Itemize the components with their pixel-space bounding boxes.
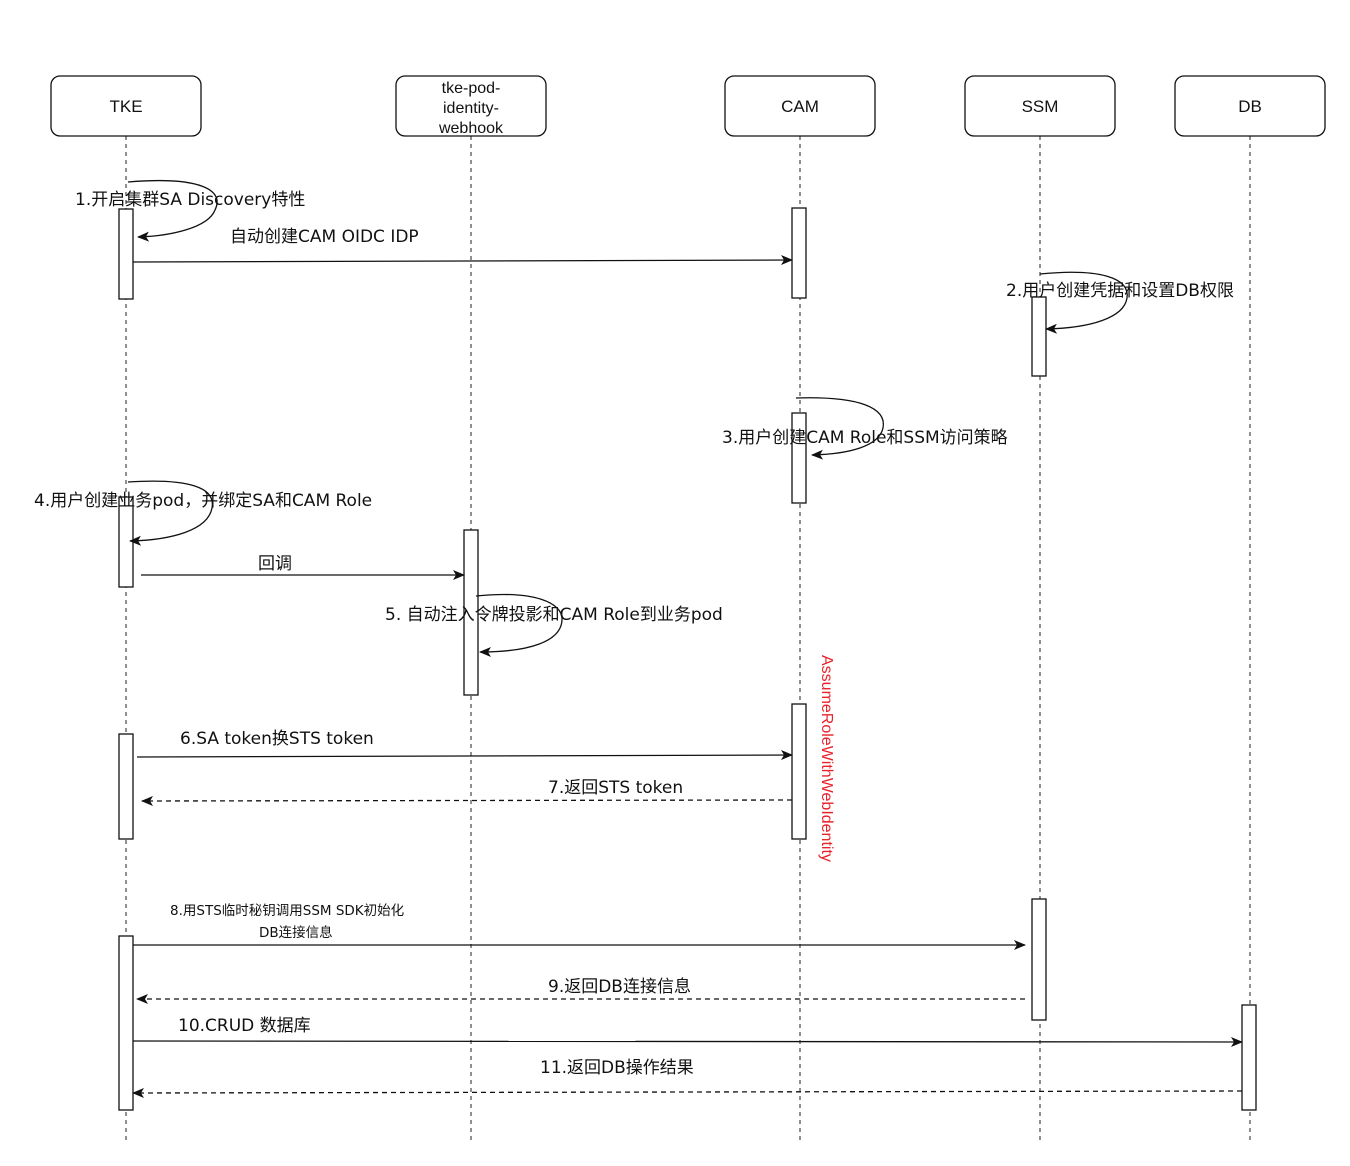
- message-5-label: 5. 自动注入令牌投影和CAM Role到业务pod: [385, 605, 723, 625]
- message-4b-label: 回调: [258, 554, 292, 574]
- participant-webhook-label-2: identity-: [443, 100, 499, 117]
- participant-cam: CAM: [724, 75, 876, 137]
- activation-cam-3: [791, 703, 807, 840]
- participant-webhook: tke-pod- identity- webhook: [395, 75, 547, 137]
- arrow-cam-to-tke-return: [141, 795, 793, 806]
- participant-ssm-label: SSM: [1022, 97, 1059, 116]
- self-arrow-3: [795, 397, 884, 460]
- self-arrow-1: [127, 179, 218, 242]
- arrow-tke-to-db: [132, 1036, 1243, 1047]
- activation-ssm-2: [1031, 898, 1047, 1021]
- activation-cam-2: [791, 412, 807, 504]
- message-1b-label: 自动创建CAM OIDC IDP: [230, 227, 419, 247]
- activation-tke-1: [118, 208, 134, 300]
- participant-tke: TKE: [50, 75, 202, 137]
- activation-ssm-1: [1031, 296, 1047, 377]
- participant-tke-label: TKE: [109, 97, 142, 116]
- participant-webhook-label-1: tke-pod-: [442, 80, 501, 97]
- message-6-label: 6.SA token换STS token: [180, 729, 374, 749]
- assume-role-annotation: AssumeRoleWithWebIdentity: [818, 655, 835, 862]
- participant-db-label: DB: [1238, 97, 1262, 116]
- self-arrow-2: [1039, 271, 1128, 334]
- arrow-tke-to-cam-oidc: [132, 255, 793, 266]
- activation-tke-3: [118, 733, 134, 840]
- activation-cam-1: [791, 207, 807, 299]
- activation-tke-4: [118, 935, 134, 1111]
- arrow-db-to-tke-return: [132, 1087, 1243, 1098]
- message-9-label: 9.返回DB连接信息: [548, 977, 691, 997]
- message-2-label: 2.用户创建凭据和设置DB权限: [1006, 281, 1234, 301]
- participant-webhook-label-3: webhook: [438, 120, 504, 137]
- message-3-label: 3.用户创建CAM Role和SSM访问策略: [722, 428, 1008, 448]
- self-arrow-5: [475, 593, 563, 657]
- arrow-tke-to-cam-sts: [136, 750, 793, 761]
- participant-ssm: SSM: [964, 75, 1116, 137]
- self-arrow-4: [127, 480, 213, 546]
- message-1-label: 1.开启集群SA Discovery特性: [75, 190, 305, 210]
- message-10-label: 10.CRUD 数据库: [178, 1016, 311, 1036]
- participant-cam-label: CAM: [781, 97, 819, 116]
- message-8-label-1: 8.用STS临时秘钥调用SSM SDK初始化: [170, 902, 404, 919]
- participant-db: DB: [1174, 75, 1326, 137]
- message-8-label-2: DB连接信息: [259, 924, 333, 941]
- activation-db-1: [1241, 1004, 1257, 1111]
- message-11-label: 11.返回DB操作结果: [540, 1058, 694, 1078]
- message-4-label: 4.用户创建业务pod，并绑定SA和CAM Role: [34, 491, 372, 511]
- activation-webhook-1: [463, 529, 479, 696]
- message-7-label: 7.返回STS token: [548, 778, 683, 798]
